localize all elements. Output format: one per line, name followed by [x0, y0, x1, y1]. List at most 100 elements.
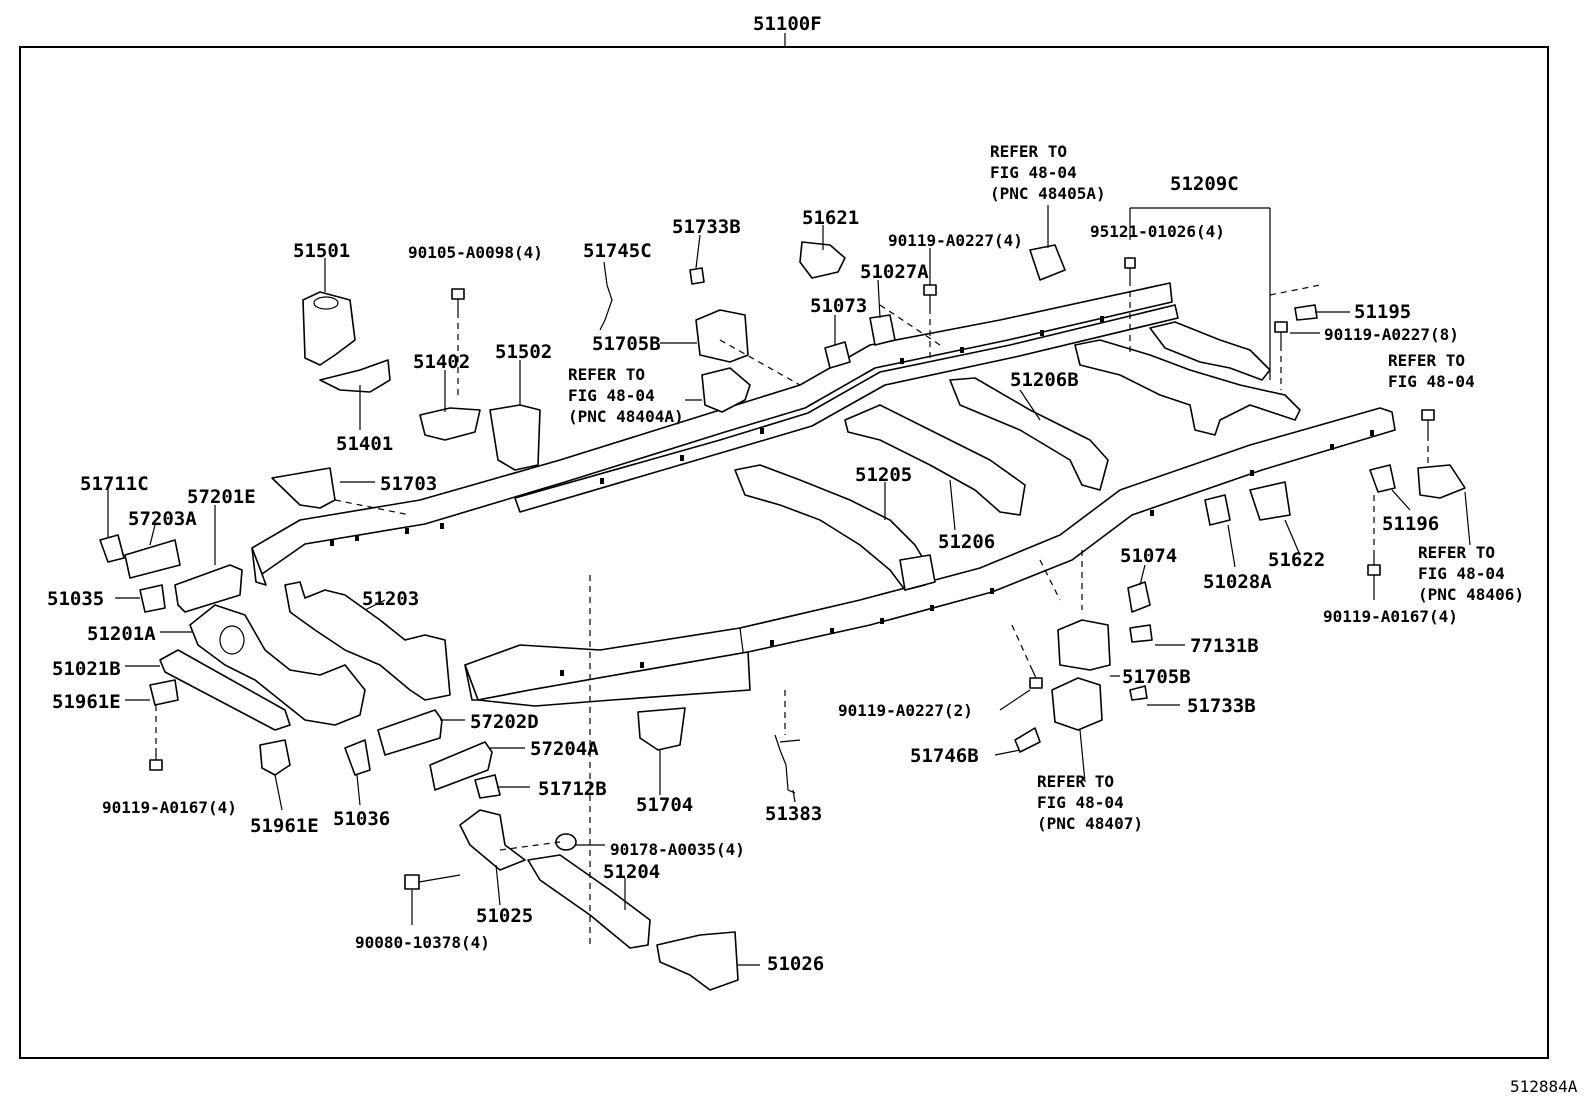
label-90119-A0227-8[interactable]: 90119-A0227(8)	[1324, 325, 1459, 344]
label-51733B-bottom[interactable]: 51733B	[1187, 695, 1256, 717]
label-51501[interactable]: 51501	[293, 240, 350, 262]
label-51025[interactable]: 51025	[476, 905, 533, 927]
crossmember-51209C	[1074, 321, 1301, 436]
label-51402[interactable]: 51402	[413, 351, 470, 373]
clip-51733B-top	[689, 267, 705, 285]
part-labels: 51501 90105-A0098(4) 51745C 51733B 51621…	[47, 173, 1459, 975]
label-51705B-top[interactable]: 51705B	[592, 333, 661, 355]
crossbar-51021B	[159, 649, 291, 731]
bracket-57203A	[124, 539, 181, 579]
label-51201A[interactable]: 51201A	[87, 623, 156, 645]
label-51622[interactable]: 51622	[1268, 549, 1325, 571]
label-51209C[interactable]: 51209C	[1170, 173, 1239, 195]
label-51703[interactable]: 51703	[380, 473, 437, 495]
label-51204[interactable]: 51204	[603, 861, 660, 883]
label-51205[interactable]: 51205	[855, 464, 912, 486]
bracket-51074	[1127, 581, 1151, 613]
bracket-77131B	[1129, 624, 1153, 643]
label-95121-01026[interactable]: 95121-01026(4)	[1090, 222, 1225, 241]
label-90119-A0167-left[interactable]: 90119-A0167(4)	[102, 798, 237, 817]
bracket-51195	[1294, 304, 1318, 321]
label-51026[interactable]: 51026	[767, 953, 824, 975]
label-90119-A0227-4[interactable]: 90119-A0227(4)	[888, 231, 1023, 250]
bracket-51745C	[599, 284, 613, 331]
bracket-57201E	[174, 564, 243, 613]
bracket-51383	[774, 734, 801, 794]
engine-mount-51501	[302, 291, 356, 366]
label-51961E-left[interactable]: 51961E	[52, 691, 121, 713]
refer-note-48405A: REFER TO FIG 48-04 (PNC 48405A)	[990, 142, 1106, 203]
bracket-51027A	[869, 314, 896, 346]
label-51961E-bottom[interactable]: 51961E	[250, 815, 319, 837]
svg-text:FIG 48-04: FIG 48-04	[1418, 564, 1505, 583]
bracket-57202D	[377, 709, 443, 756]
label-51746B[interactable]: 51746B	[910, 745, 979, 767]
bracket-51746B	[1014, 727, 1041, 753]
label-51027A[interactable]: 51027A	[860, 261, 929, 283]
svg-text:(PNC 48405A): (PNC 48405A)	[990, 184, 1106, 203]
label-90119-A0167-right[interactable]: 90119-A0167(4)	[1323, 607, 1458, 626]
label-57202D[interactable]: 57202D	[470, 711, 539, 733]
label-57204A[interactable]: 57204A	[530, 738, 599, 760]
label-51073[interactable]: 51073	[810, 295, 867, 317]
bracket-51712B	[474, 774, 501, 799]
bracket-51035	[139, 584, 166, 613]
body-mount-48406	[1417, 464, 1466, 499]
label-51704[interactable]: 51704	[636, 794, 693, 816]
label-90080-10378[interactable]: 90080-10378(4)	[355, 933, 490, 952]
label-57203A[interactable]: 57203A	[128, 508, 197, 530]
label-51074[interactable]: 51074	[1120, 545, 1177, 567]
bracket-51711C	[99, 534, 125, 563]
label-51196[interactable]: 51196	[1382, 513, 1439, 535]
label-51383[interactable]: 51383	[765, 803, 822, 825]
svg-text:REFER TO: REFER TO	[1037, 772, 1114, 791]
bracket-51196	[1369, 464, 1396, 493]
label-51502[interactable]: 51502	[495, 341, 552, 363]
alignment-lines	[155, 280, 1429, 945]
body-mount-48404A	[701, 367, 751, 413]
svg-text:FIG 48-04: FIG 48-04	[568, 386, 655, 405]
bracket-51961E-bottom	[259, 739, 291, 776]
label-51028A[interactable]: 51028A	[1203, 571, 1272, 593]
refer-note-48407: REFER TO FIG 48-04 (PNC 48407)	[1037, 772, 1143, 833]
label-51035[interactable]: 51035	[47, 588, 104, 610]
label-51206[interactable]: 51206	[938, 531, 995, 553]
label-51401[interactable]: 51401	[336, 433, 393, 455]
crossmember-51204	[527, 854, 651, 949]
bracket-51703	[271, 467, 336, 509]
bracket-51705B-bottom	[1057, 619, 1111, 671]
main-assembly-label[interactable]: 51100F	[753, 13, 822, 35]
right-frame-rail	[464, 407, 1396, 707]
bracket-57204A	[429, 741, 493, 791]
svg-text:(PNC 48404A): (PNC 48404A)	[568, 407, 684, 426]
label-90119-A0227-2[interactable]: 90119-A0227(2)	[838, 701, 973, 720]
figure-id: 512884A	[1510, 1077, 1578, 1096]
label-51745C[interactable]: 51745C	[583, 240, 652, 262]
svg-text:FIG 48-04: FIG 48-04	[1037, 793, 1124, 812]
label-57201E[interactable]: 57201E	[187, 486, 256, 508]
label-51733B-top[interactable]: 51733B	[672, 216, 741, 238]
refer-note-48406: REFER TO FIG 48-04 (PNC 48406)	[1418, 543, 1524, 604]
label-51705B-bottom[interactable]: 51705B	[1122, 666, 1191, 688]
label-51195[interactable]: 51195	[1354, 301, 1411, 323]
label-51711C[interactable]: 51711C	[80, 473, 149, 495]
bracket-51073	[824, 341, 851, 369]
label-51203[interactable]: 51203	[362, 588, 419, 610]
bracket-51402	[419, 407, 481, 441]
leader-lines	[107, 205, 1471, 966]
label-51712B[interactable]: 51712B	[538, 778, 607, 800]
crossmember-51206B	[949, 377, 1109, 491]
label-90178-A0035[interactable]: 90178-A0035(4)	[610, 840, 745, 859]
crossmember-51205	[734, 464, 936, 591]
label-51021B[interactable]: 51021B	[52, 658, 121, 680]
label-51206B[interactable]: 51206B	[1010, 369, 1079, 391]
label-51036[interactable]: 51036	[333, 808, 390, 830]
bracket-51036	[344, 739, 371, 776]
bracket-51621	[799, 241, 846, 279]
label-51621[interactable]: 51621	[802, 207, 859, 229]
bolt-icon	[149, 257, 1435, 890]
label-90105-A0098[interactable]: 90105-A0098(4)	[408, 243, 543, 262]
label-77131B[interactable]: 77131B	[1190, 635, 1259, 657]
suspension-arm-51203	[284, 581, 451, 701]
